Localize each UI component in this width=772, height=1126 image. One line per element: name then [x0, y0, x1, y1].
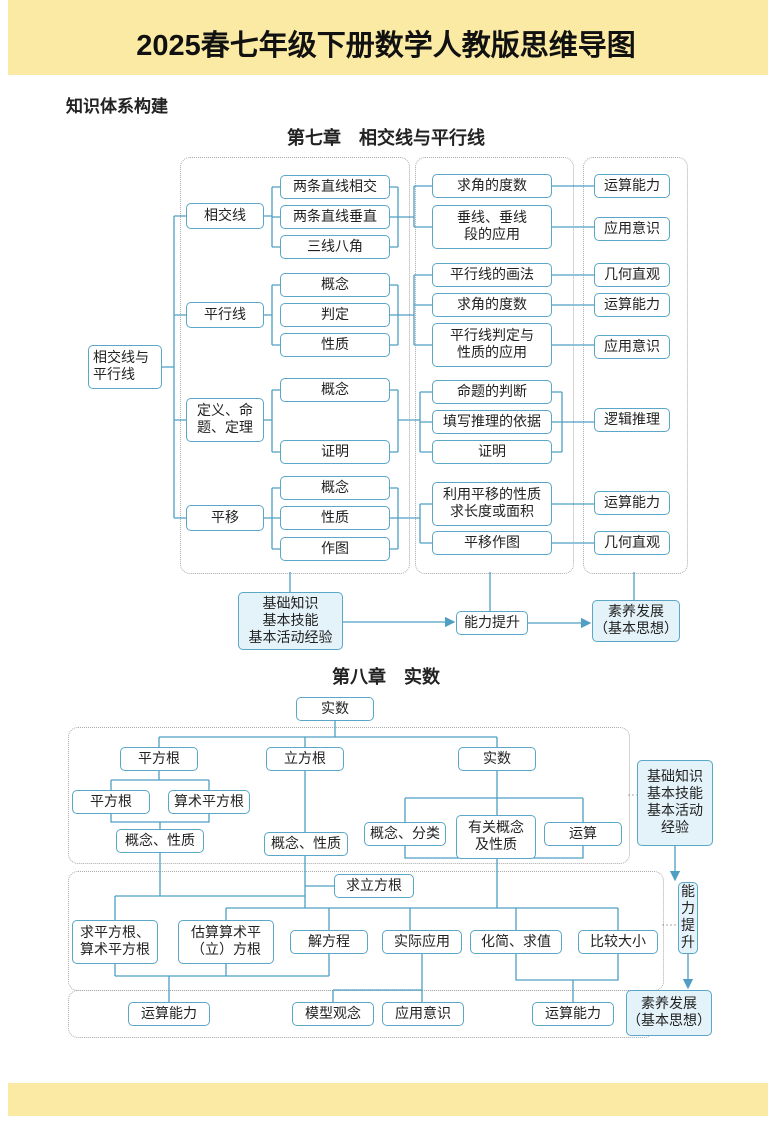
ch7-ability-node: 平行线判定与 性质的应用	[432, 323, 552, 367]
ch7-ability-node: 求角的度数	[432, 174, 552, 198]
chapter8-title: 第八章 实数	[332, 667, 440, 688]
ch8-node: 求平方根、 算术平方根	[72, 920, 158, 964]
ch7-ability-node: 平移作图	[432, 531, 552, 555]
ch7-ability-node: 求角的度数	[432, 293, 552, 317]
ch7-subtopic-node: 概念	[280, 273, 390, 297]
ch7-ability-node: 垂线、垂线 段的应用	[432, 205, 552, 249]
ch8-ability-improve-node: 能 力 提 升	[678, 882, 698, 954]
ch7-ability-node: 填写推理的依据	[432, 410, 552, 434]
ch7-literacy-node: 应用意识	[594, 335, 670, 359]
ch7-literacy-node: 运算能力	[594, 293, 670, 317]
ch8-literacy-node: 运算能力	[128, 1002, 210, 1026]
ch7-ability-improve-node: 能力提升	[456, 611, 528, 635]
ch8-node: 概念、性质	[116, 829, 204, 853]
ch7-literacy-node: 逻辑推理	[594, 408, 670, 432]
ch8-node: 有关概念 及性质	[456, 815, 536, 859]
ch8-node: 解方程	[290, 930, 368, 954]
ch7-literacy-node: 运算能力	[594, 491, 670, 515]
ch7-literacy-node: 几何直观	[594, 263, 670, 287]
ch7-subtopic-node: 性质	[280, 333, 390, 357]
ch7-ability-node: 利用平移的性质 求长度或面积	[432, 482, 552, 526]
ch7-subtopic-node: 判定	[280, 303, 390, 327]
ch7-literacy-node: 应用意识	[594, 217, 670, 241]
ch7-topic-node: 平移	[186, 505, 264, 531]
ch7-topic-node: 相交线	[186, 203, 264, 229]
ch8-node: 实际应用	[382, 930, 462, 954]
ch8-node: 运算	[544, 822, 622, 846]
ch7-region-ability	[415, 157, 574, 574]
ch7-literacy-develop-node: 素养发展 （基本思想）	[592, 600, 680, 642]
ch7-literacy-node: 几何直观	[594, 531, 670, 555]
ch7-subtopic-node: 两条直线相交	[280, 175, 390, 199]
ch8-literacy-node: 应用意识	[382, 1002, 464, 1026]
ch7-ability-node: 证明	[432, 440, 552, 464]
ch7-literacy-node: 运算能力	[594, 174, 670, 198]
ch8-node: 概念、分类	[364, 822, 446, 846]
ch8-node: 平方根	[120, 747, 198, 771]
ch7-topic-node: 定义、命 题、定理	[186, 398, 264, 442]
ch7-topic-node: 平行线	[186, 302, 264, 328]
ch7-root-node: 相交线与 平行线	[88, 345, 162, 389]
ch7-subtopic-node: 作图	[280, 537, 390, 561]
footer-band	[8, 1083, 768, 1116]
ch7-subtopic-node: 概念	[280, 378, 390, 402]
ch7-region-literacy	[583, 157, 688, 574]
ch8-node: 概念、性质	[264, 832, 348, 856]
ch7-subtopic-node: 两条直线垂直	[280, 205, 390, 229]
section-heading: 知识体系构建	[66, 97, 168, 117]
ch7-basics-node: 基础知识 基本技能 基本活动经验	[238, 592, 343, 650]
ch8-literacy-node: 运算能力	[532, 1002, 614, 1026]
ch8-node: 立方根	[266, 747, 344, 771]
header-band	[8, 0, 768, 75]
ch7-subtopic-node: 三线八角	[280, 235, 390, 259]
ch8-node: 化简、求值	[470, 930, 562, 954]
ch8-node: 算术平方根	[168, 790, 250, 814]
ch7-region-knowledge	[180, 157, 410, 574]
ch7-ability-node: 命题的判断	[432, 380, 552, 404]
ch7-ability-node: 平行线的画法	[432, 263, 552, 287]
ch7-subtopic-node: 概念	[280, 476, 390, 500]
ch8-node: 估算算术平 （立）方根	[178, 920, 274, 964]
ch8-literacy-develop-node: 素养发展 （基本思想）	[626, 990, 712, 1036]
chapter7-title: 第七章 相交线与平行线	[287, 128, 485, 149]
ch7-subtopic-node: 证明	[280, 440, 390, 464]
ch7-subtopic-node: 性质	[280, 506, 390, 530]
ch8-basics-node: 基础知识 基本技能 基本活动 经验	[637, 760, 713, 846]
ch8-node: 比较大小	[578, 930, 658, 954]
page-title: 2025春七年级下册数学人教版思维导图	[136, 30, 636, 62]
ch8-root-node: 实数	[296, 697, 374, 721]
ch8-node: 实数	[458, 747, 536, 771]
ch8-node: 求立方根	[334, 874, 414, 898]
ch8-literacy-node: 模型观念	[292, 1002, 374, 1026]
ch8-node: 平方根	[72, 790, 150, 814]
